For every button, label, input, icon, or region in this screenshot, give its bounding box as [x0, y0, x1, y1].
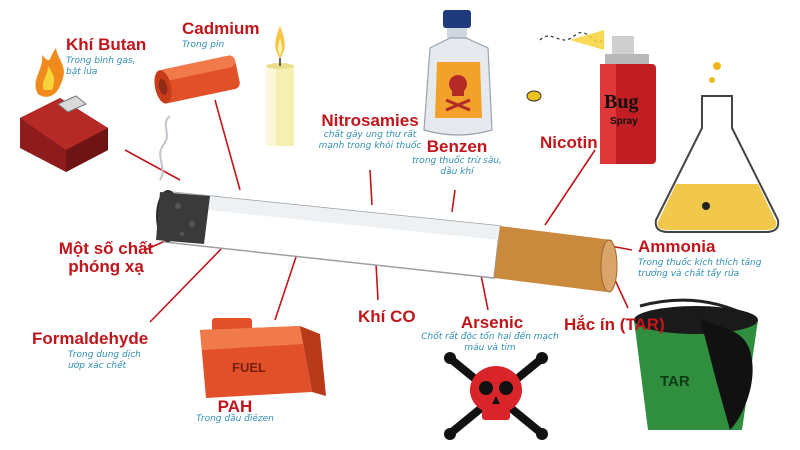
label-tar-title: Hắc ín (TAR) [564, 315, 665, 334]
candle-illustration [266, 26, 294, 146]
label-arsenic-sub: Chốt rất độc tổn hại đến mạch máu và tim [421, 332, 559, 353]
label-formaldehyde-title: Formaldehyde [32, 329, 149, 348]
leader-pah [274, 244, 301, 321]
label-benzene-title: Benzen [426, 137, 488, 156]
leader-nicotine [544, 149, 596, 226]
lighter-illustration [20, 48, 108, 172]
label-cadmium-sub: Trong pin [182, 40, 225, 50]
label-arsenic-title: Arsenic [460, 313, 524, 332]
flask-illustration [654, 62, 780, 233]
leader-nitrosamines [369, 169, 373, 206]
label-butane-title: Khí Butan [66, 35, 147, 54]
label-nicotine-title: Nicotin [540, 133, 598, 152]
spray-can-illustration: Bug Spray [526, 30, 656, 164]
leader-benzene [451, 189, 456, 213]
label-radioactive-title: Một số chất phóng xạ [58, 239, 154, 276]
leader-tar [614, 279, 629, 309]
skull-illustration [444, 352, 548, 440]
label-butane-sub: Trong bình gas, bật lửa [66, 56, 136, 77]
spray-can-text-1: Bug [604, 91, 638, 113]
label-cadmium-title: Cadmium [182, 19, 260, 38]
label-ammonia-sub: Trong thuốc kích thích tăng trưởng và ch… [638, 258, 762, 279]
label-benzene-sub: trong thuốc trừ sâu, dầu khí [412, 156, 502, 177]
cigarette-illustration [156, 115, 618, 293]
battery-illustration [154, 55, 240, 104]
label-pah-sub: Trong dầu điêzen [196, 414, 274, 424]
label-co-title: Khí CO [358, 307, 416, 326]
label-formaldehyde-sub: Trong dung dịch ướp xác chết [68, 350, 141, 371]
label-nitrosamines-title: Nitrosamies [321, 111, 419, 130]
label-pah-title: PAH [217, 397, 253, 416]
leader-formaldehyde [149, 244, 226, 323]
fuel-can-text: FUEL [232, 360, 266, 375]
spray-can-text-2: Spray [610, 116, 638, 127]
tar-bucket-text: TAR [660, 373, 690, 390]
leader-cadmium [214, 99, 241, 191]
fuel-can-illustration: FUEL [200, 318, 326, 398]
label-ammonia-title: Ammonia [638, 237, 716, 256]
leader-butane [124, 149, 181, 181]
tar-bucket-illustration: TAR [634, 298, 758, 430]
label-nitrosamines-sub: chất gây ung thư rất mạnh trong khói thu… [318, 130, 422, 151]
bottle-illustration [423, 10, 493, 136]
